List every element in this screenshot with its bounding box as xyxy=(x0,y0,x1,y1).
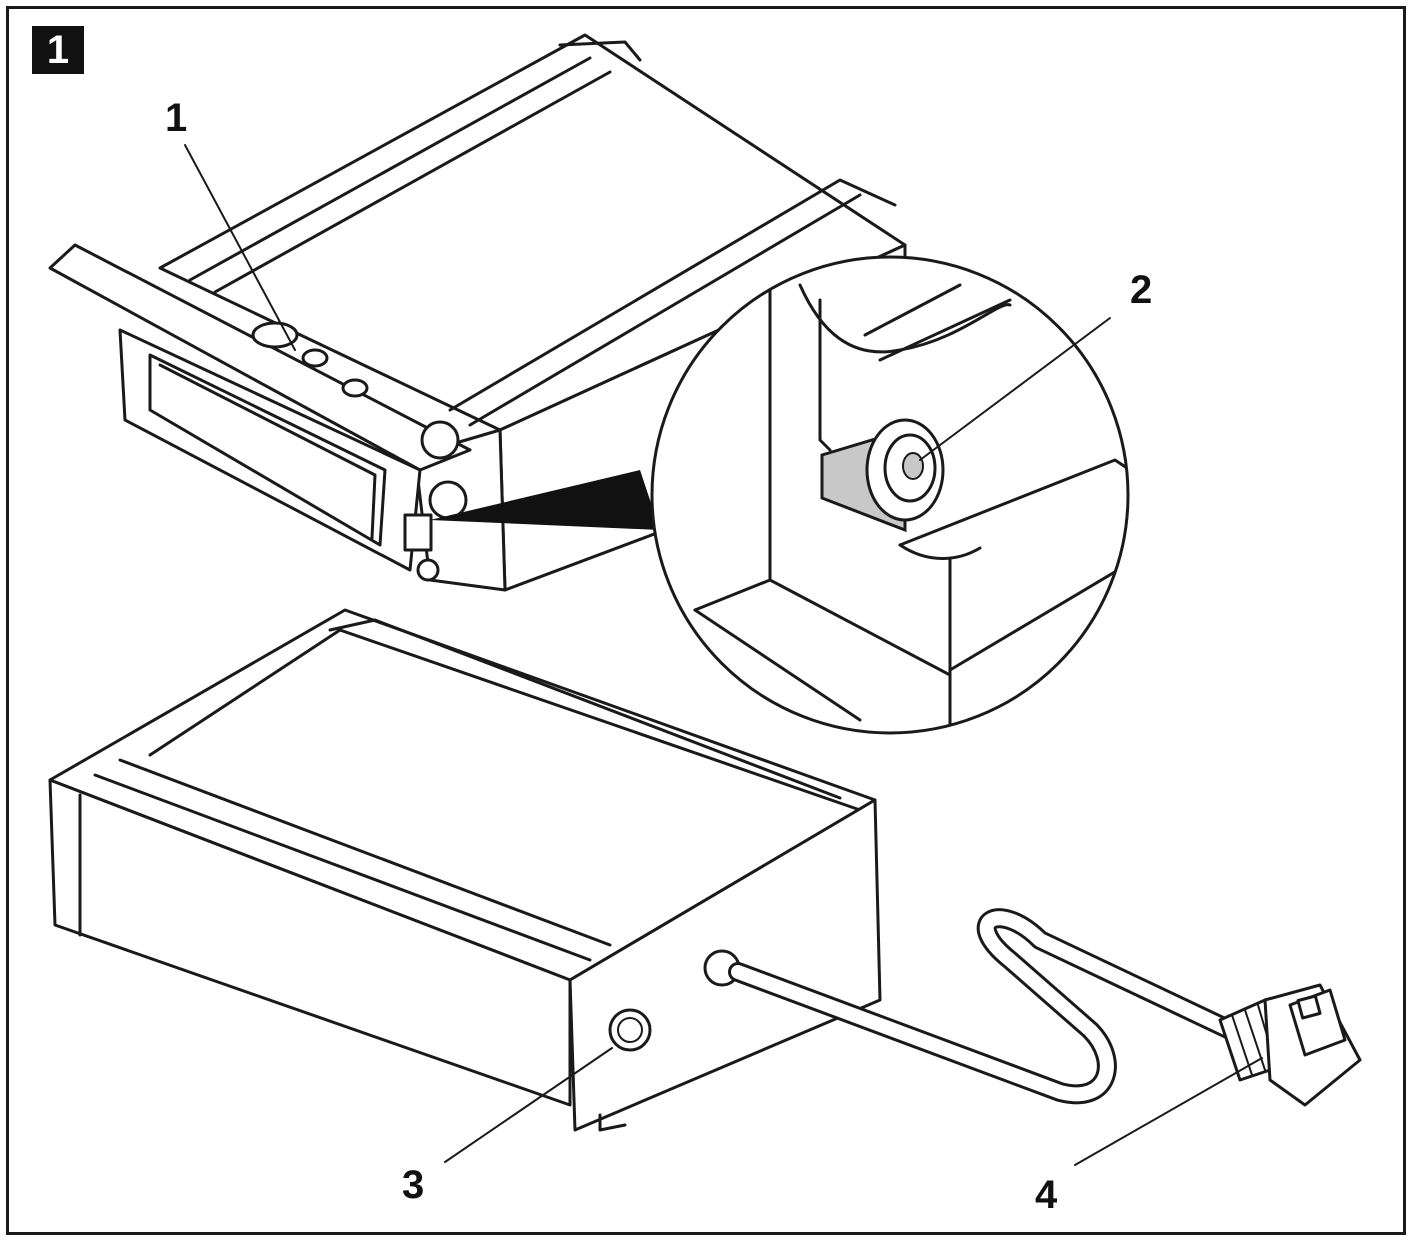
housing-port-3-inner xyxy=(617,1017,643,1043)
cable xyxy=(728,908,1240,1105)
cable-core xyxy=(731,911,1237,1102)
control-knob-3 xyxy=(341,378,369,398)
detail-box-right xyxy=(948,558,1128,672)
callout-label-3: 3 xyxy=(402,1163,425,1207)
upper-rail-left-2 xyxy=(213,70,612,294)
display-bezel-top xyxy=(48,243,472,472)
hinge-bolt-top xyxy=(420,420,460,460)
detail-box-bottom xyxy=(693,608,862,722)
callout-label-2: 2 xyxy=(1130,268,1153,312)
connector-pin-slot xyxy=(1296,994,1322,1020)
leader-line-4 xyxy=(1074,1057,1263,1166)
upper-rail-right xyxy=(448,178,897,412)
lower-foot xyxy=(598,1113,627,1132)
hinge-bolt-bottom xyxy=(428,480,468,520)
display-window xyxy=(148,353,387,547)
detail-ledge xyxy=(898,458,1128,547)
figure-number-badge: 1 xyxy=(32,26,84,74)
hinge-bolt-lower xyxy=(416,558,440,582)
control-knob-2 xyxy=(301,348,329,368)
leader-line-3 xyxy=(444,1047,613,1163)
connector-rib-2 xyxy=(1244,1009,1266,1071)
detail-edge-inner xyxy=(818,298,832,452)
housing-port-3 xyxy=(608,1008,652,1052)
figure-frame xyxy=(6,6,1406,1235)
socket-port-small xyxy=(403,513,433,552)
lower-rail-front-1 xyxy=(118,758,612,947)
display-window-inner xyxy=(158,363,377,540)
cable-connector-plug xyxy=(1218,983,1362,1107)
control-knob-1 xyxy=(251,321,299,349)
callout-label-1: 1 xyxy=(165,96,188,140)
magnifier-cone xyxy=(430,470,660,530)
upper-rail-right-2 xyxy=(468,193,862,427)
lower-rail-top xyxy=(148,628,862,812)
lower-device-front-face xyxy=(48,778,572,1107)
detail-rail-2 xyxy=(878,298,1012,362)
upper-rail-end xyxy=(558,40,642,62)
socket-detail-view xyxy=(650,255,1130,735)
socket-pin xyxy=(902,452,924,480)
lower-device xyxy=(48,608,882,1132)
callout-label-4: 4 xyxy=(1035,1173,1058,1217)
lower-rail-back xyxy=(328,618,842,800)
leader-line-1 xyxy=(184,144,296,351)
detail-ledge-curve xyxy=(898,543,982,560)
lower-rail-front-2 xyxy=(93,773,592,962)
leader-line-2 xyxy=(919,317,1111,461)
detail-rail-1 xyxy=(863,283,962,337)
upper-rail-left-1 xyxy=(188,56,592,282)
